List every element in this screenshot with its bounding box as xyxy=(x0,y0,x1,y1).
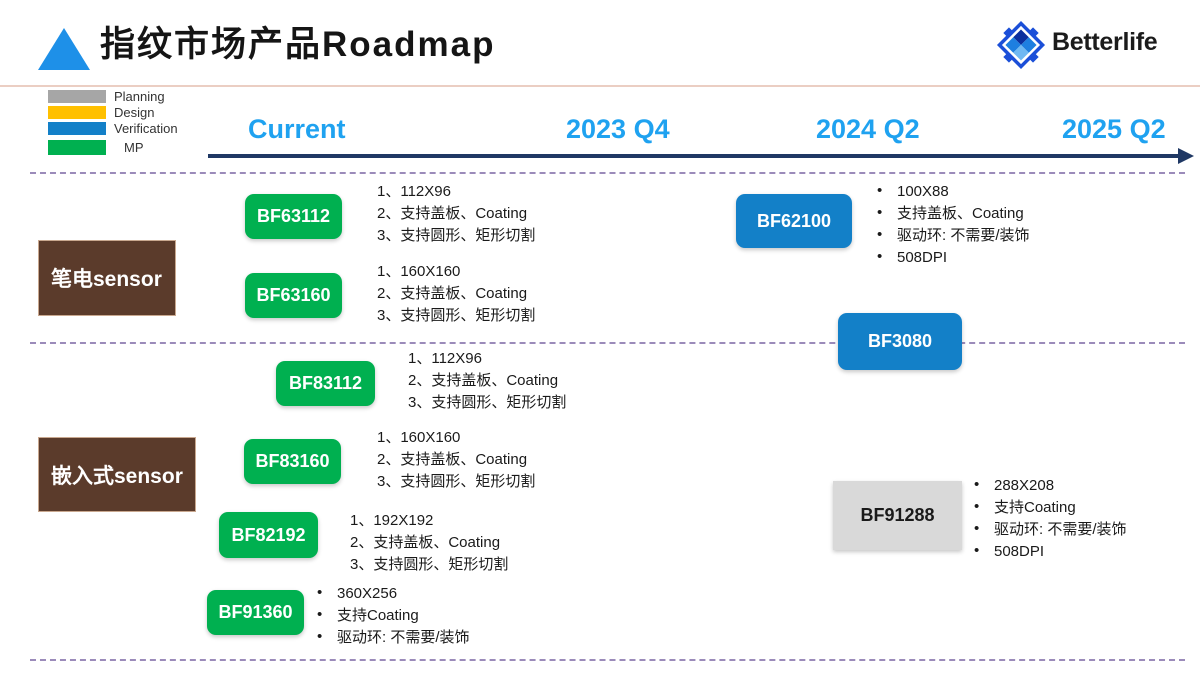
spec-line: 3、支持圆形、矩形切割 xyxy=(377,473,536,490)
legend-item-planning: Planning xyxy=(48,89,228,105)
legend-swatch-design xyxy=(48,106,106,119)
spec-line: 1、160X160 xyxy=(377,429,461,446)
brand-logo: Betterlife xyxy=(996,18,1182,72)
legend-label-planning: Planning xyxy=(114,89,165,104)
spec-line: 360X256 xyxy=(315,582,470,605)
spec-line: 2、支持盖板、Coating xyxy=(350,534,501,551)
slide-header: 指纹市场产品Roadmap xyxy=(0,0,1200,84)
spec-line: 驱动环: 不需要/装饰 xyxy=(875,224,1030,247)
spec-line: 2、支持盖板、Coating xyxy=(377,285,528,302)
spec-line: 288X208 xyxy=(972,474,1127,497)
status-legend: Planning Design Verification MP xyxy=(48,89,228,155)
spec-line: 3、支持圆形、矩形切割 xyxy=(350,556,509,573)
timeline-label-2024q2: 2024 Q2 xyxy=(816,114,920,144)
product-specs-bf62100: 100X88 支持盖板、Coating 驱动环: 不需要/装饰 508DPI xyxy=(875,180,1030,269)
spec-line: 3、支持圆形、矩形切割 xyxy=(377,307,536,324)
triangle-icon xyxy=(38,28,90,70)
product-chip-bf91288[interactable]: BF91288 xyxy=(833,481,962,550)
legend-swatch-mp xyxy=(48,140,106,155)
legend-label-mp: MP xyxy=(124,140,144,155)
product-chip-bf62100[interactable]: BF62100 xyxy=(736,194,852,248)
timeline-label-current: Current xyxy=(248,114,346,144)
product-specs-bf83160: 1、160X160 2、支持盖板、Coating 3、支持圆形、矩形切割 xyxy=(377,427,535,493)
legend-item-mp: MP xyxy=(48,137,228,155)
legend-swatch-verification xyxy=(48,122,106,135)
timeline-label-2025q2: 2025 Q2 xyxy=(1062,114,1166,144)
product-specs-bf63112: 1、112X96 2、支持盖板、Coating 3、支持圆形、矩形切割 xyxy=(377,181,535,247)
spec-line: 2、支持盖板、Coating xyxy=(377,451,528,468)
spec-line: 1、112X96 xyxy=(377,183,451,200)
spec-line: 508DPI xyxy=(972,540,1127,563)
timeline-label-2023q4: 2023 Q4 xyxy=(566,114,670,144)
legend-label-verification: Verification xyxy=(114,121,178,136)
product-specs-bf83112: 1、112X96 2、支持盖板、Coating 3、支持圆形、矩形切割 xyxy=(408,348,566,414)
product-chip-bf3080[interactable]: BF3080 xyxy=(838,313,962,370)
timeline-arrow-head xyxy=(1178,148,1194,164)
betterlife-diamond-icon xyxy=(996,20,1046,70)
divider-middle xyxy=(30,342,1185,344)
category-box-notebook-sensor: 笔电sensor xyxy=(38,240,176,316)
product-chip-bf83160[interactable]: BF83160 xyxy=(244,439,341,484)
product-chip-bf63160[interactable]: BF63160 xyxy=(245,273,342,318)
spec-line: 3、支持圆形、矩形切割 xyxy=(377,227,536,244)
legend-item-verification: Verification xyxy=(48,121,228,137)
product-chip-bf63112[interactable]: BF63112 xyxy=(245,194,342,239)
spec-line: 支持Coating xyxy=(972,496,1127,519)
spec-line: 1、112X96 xyxy=(408,350,482,367)
spec-line: 100X88 xyxy=(875,180,1030,203)
spec-line: 2、支持盖板、Coating xyxy=(377,205,528,222)
spec-line: 1、160X160 xyxy=(377,263,461,280)
product-specs-bf91288: 288X208 支持Coating 驱动环: 不需要/装饰 508DPI xyxy=(972,474,1127,563)
product-specs-bf91360: 360X256 支持Coating 驱动环: 不需要/装饰 xyxy=(315,582,470,649)
product-specs-bf63160: 1、160X160 2、支持盖板、Coating 3、支持圆形、矩形切割 xyxy=(377,261,535,327)
divider-bottom xyxy=(30,659,1185,661)
divider-top xyxy=(30,172,1185,174)
legend-item-design: Design xyxy=(48,105,228,121)
spec-line: 2、支持盖板、Coating xyxy=(408,372,559,389)
spec-line: 支持Coating xyxy=(315,604,470,627)
product-chip-bf82192[interactable]: BF82192 xyxy=(219,512,318,558)
header-divider-rule xyxy=(0,85,1200,87)
timeline-axis-line xyxy=(208,154,1180,158)
legend-label-design: Design xyxy=(114,105,155,120)
spec-line: 驱动环: 不需要/装饰 xyxy=(972,518,1127,541)
category-box-embedded-sensor: 嵌入式sensor xyxy=(38,437,196,512)
spec-line: 3、支持圆形、矩形切割 xyxy=(408,394,567,411)
spec-line: 驱动环: 不需要/装饰 xyxy=(315,626,470,649)
product-chip-bf91360[interactable]: BF91360 xyxy=(207,590,304,635)
legend-swatch-planning xyxy=(48,90,106,103)
product-specs-bf82192: 1、192X192 2、支持盖板、Coating 3、支持圆形、矩形切割 xyxy=(350,510,508,576)
spec-line: 支持盖板、Coating xyxy=(875,202,1030,225)
spec-line: 1、192X192 xyxy=(350,512,434,529)
brand-name: Betterlife xyxy=(1052,28,1158,56)
page-title: 指纹市场产品Roadmap xyxy=(100,25,496,64)
spec-line: 508DPI xyxy=(875,246,1030,269)
product-chip-bf83112[interactable]: BF83112 xyxy=(276,361,375,406)
